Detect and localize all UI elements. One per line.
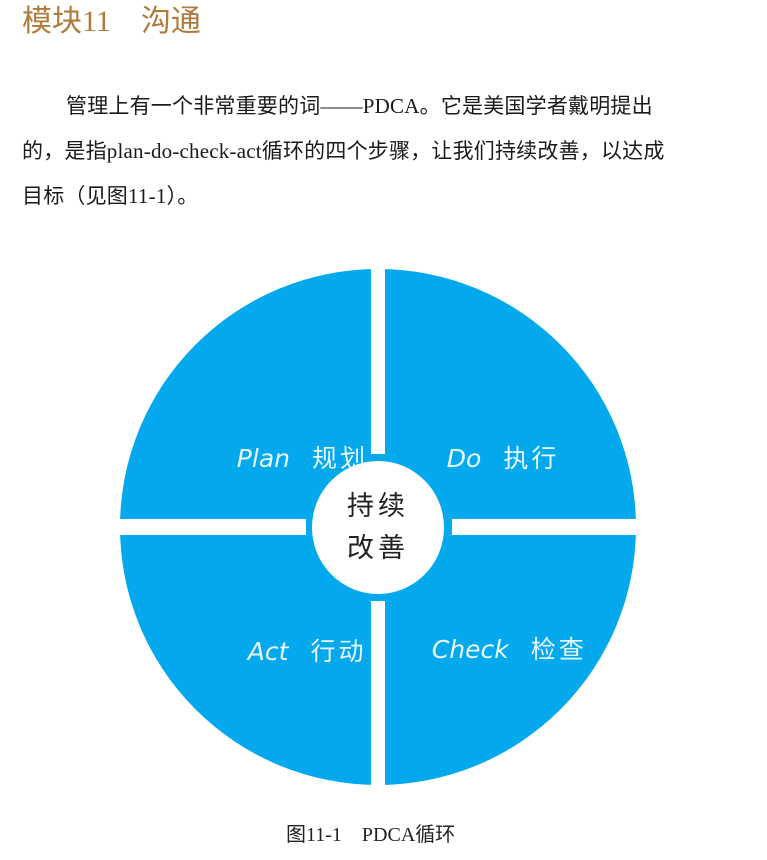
quadrant-act: Act 行动 (216, 603, 366, 697)
hub-line-1: 持续 (347, 490, 409, 522)
quadrant-do-en: Do (446, 444, 482, 473)
hub-line-2: 改善 (347, 532, 409, 564)
continuous-improvement-hub: 持续 改善 (312, 461, 444, 594)
quadrant-plan-en: Plan (236, 444, 290, 473)
quadrant-act-zh: 行动 (310, 637, 367, 666)
quadrant-check: Check 检查 (400, 601, 587, 695)
quadrant-check-en: Check (431, 635, 509, 664)
quadrant-do-zh: 执行 (503, 444, 560, 473)
quadrant-plan-zh: 规划 (311, 444, 368, 473)
quadrant-plan: Plan 规划 (205, 410, 368, 504)
paragraph-line-3: 目标（见图11-1）。 (22, 184, 199, 208)
paragraph-line-1: 管理上有一个非常重要的词——PDCA。它是美国学者戴明提出 (66, 94, 653, 118)
quadrant-do: Do 执行 (415, 410, 559, 504)
section-title: 模块11 沟通 (22, 5, 201, 38)
quadrant-act-en: Act (247, 637, 289, 666)
figure-caption: 图11-1 PDCA循环 (286, 824, 456, 846)
intro-paragraph: 管理上有一个非常重要的词——PDCA。它是美国学者戴明提出 的，是指plan-d… (22, 84, 742, 219)
paragraph-line-2: 的，是指plan-do-check-act循环的四个步骤，让我们持续改善，以达成 (22, 139, 665, 163)
quadrant-check-zh: 检查 (530, 635, 587, 664)
